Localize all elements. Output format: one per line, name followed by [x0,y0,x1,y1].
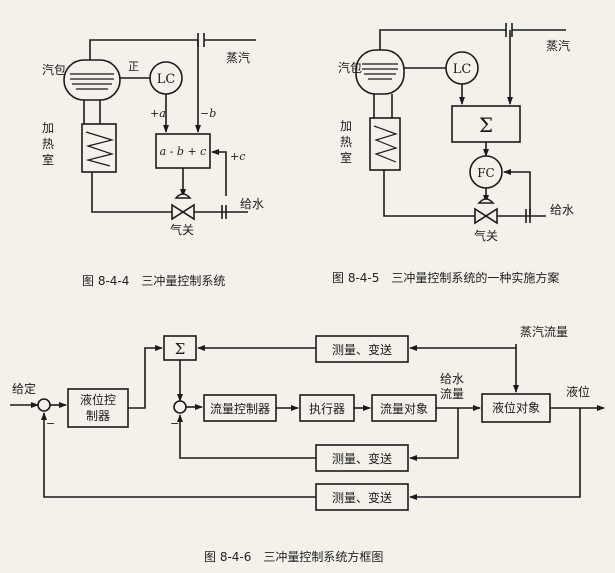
steam-line-2 [379,29,566,50]
valve-label-2: 气关 [474,228,498,243]
level-controller-label-1: 液位控 [80,392,116,407]
actuator-label: 执行器 [309,402,345,416]
c-signal [211,149,227,196]
level-controller-label-2: 制器 [86,409,110,423]
feed-flow-label-1: 给水 [440,372,464,386]
minus-sign-2: − [170,417,179,430]
sum-junction-2 [173,400,187,414]
steam-label-2: 蒸汽 [546,38,570,53]
plus-a-label: +a [150,107,166,120]
calc-label: a - b + c [160,145,207,158]
heater2-label-3: 室 [340,150,352,165]
fc-label: FC [477,166,495,180]
steam-label: 蒸汽 [226,50,250,65]
measure-bot-label: 测量、变送 [332,490,392,505]
minus-sign-1: − [46,417,55,430]
caption-8-4-6: 图 8-4-6 三冲量控制系统方框图 [204,549,383,564]
fig-8-4-6: 给定 − 液位控 制器 Σ − 流量控制器 执行器 流量对象 给水 流量 液位对… [10,324,605,564]
lc-label-2: LC [453,62,472,77]
lc-label: LC [157,72,176,87]
flow-object-box [371,394,437,422]
heater-label-1: 加 [42,121,54,135]
heater-label-2: 热 [42,137,54,151]
caption-8-4-5: 图 8-4-5 三冲量控制系统的一种实施方案 [332,270,559,285]
summer-box-3 [163,335,197,361]
level-object-box [481,393,551,423]
fig-8-4-5: 汽包 蒸汽 LC Σ FC 加 热 室 给水 气关 图 8-4-5 三冲 [332,23,574,285]
minus-b-label: −b [200,107,216,120]
level-feedback [409,408,581,500]
feed-signal-2 [503,169,531,214]
summer-label: Σ [479,113,493,137]
lc-to-sum [128,345,163,409]
valve-icon-2 [474,198,498,225]
steam-line [89,39,256,60]
feedwater-label: 给水 [240,197,264,211]
heater-label-3: 室 [42,152,54,167]
flow-object-label: 流量对象 [380,402,428,416]
valve-label: 气关 [170,222,194,237]
measure-box-top [315,335,409,363]
summer-label-3: Σ [175,340,186,358]
level-controller-box [67,388,129,428]
level-object-label: 液位对象 [492,400,540,415]
drum-label-2: 汽包 [338,60,362,75]
heater-icon [81,123,117,173]
setpoint-label: 给定 [12,381,36,396]
sum-junction-1 [37,398,51,412]
steam-flow-label: 蒸汽流量 [520,324,568,339]
heater2-label-2: 热 [340,135,352,149]
summer-box [451,105,521,143]
fig-8-4-4: 汽包 蒸汽 正 LC +a −b a - b + c +c 加 热 室 [42,33,264,288]
positive-label: 正 [128,60,139,73]
steam-drum-icon-2 [355,49,405,95]
measure-box-mid [315,444,409,472]
level-label: 液位 [566,384,590,399]
feedwater-label-2: 给水 [550,203,574,217]
measure-mid-label: 测量、变送 [332,451,392,466]
feedwater-line [91,172,248,213]
flow-controller-box [203,394,277,422]
valve-icon [171,193,195,221]
flow-controller-label: 流量控制器 [210,402,270,416]
drum-label: 汽包 [42,62,66,77]
feed-flow-feedback [409,408,459,461]
feed-flow-label-2: 流量 [440,387,464,401]
plus-c-label: +c [230,150,245,163]
measure-top-label: 测量、变送 [332,342,392,357]
feedwater-line-2 [383,170,546,217]
heater2-label-1: 加 [340,119,352,133]
steam-drum-icon [63,59,121,101]
caption-8-4-4: 图 8-4-4 三冲量控制系统 [82,273,225,288]
